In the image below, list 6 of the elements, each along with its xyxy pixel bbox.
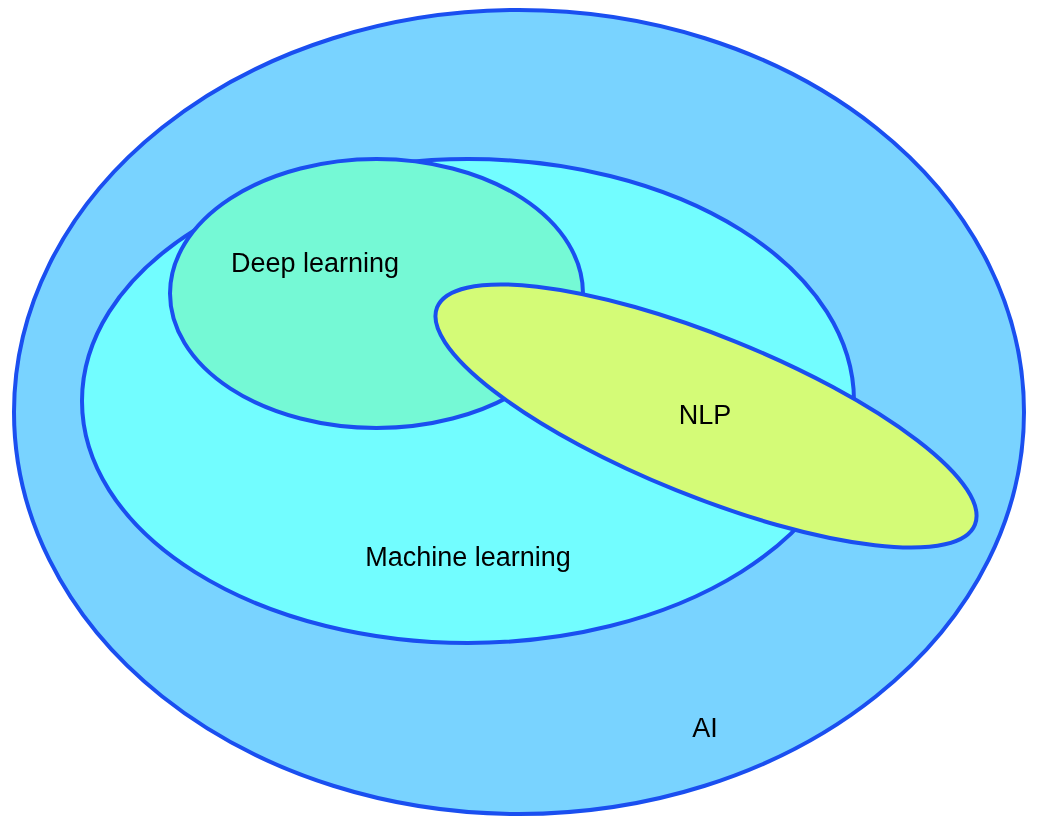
region-label: Deep learning	[230, 247, 400, 279]
region-label: Machine learning	[365, 541, 571, 573]
region-label: NLP	[678, 399, 732, 431]
venn-region	[434, 284, 978, 548]
venn-region	[12, 8, 1026, 816]
region-label: AI	[692, 712, 718, 744]
